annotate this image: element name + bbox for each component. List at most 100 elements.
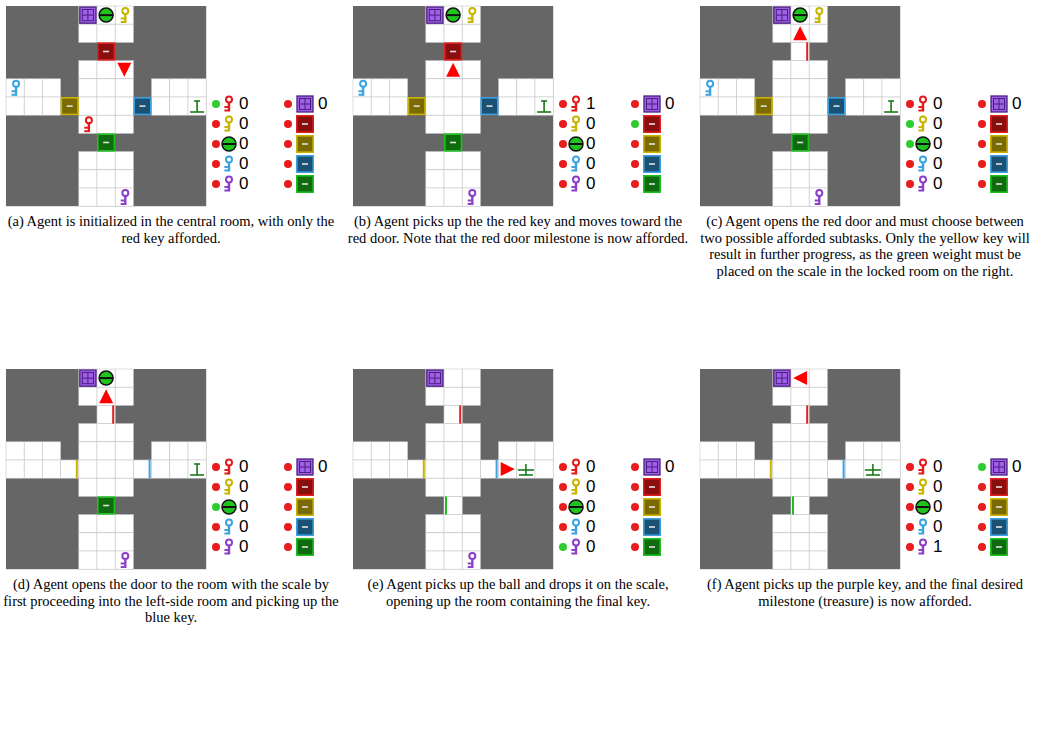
key-tooth [84,127,88,129]
key-tooth [121,18,125,20]
floor-cell [353,97,371,115]
floor-cell [462,170,480,188]
key-tooth [224,166,228,168]
key-tooth [918,106,922,108]
floor-cell [864,460,882,478]
floor-cell [97,24,115,42]
ball-stripe [916,506,930,508]
floor-cell [371,97,389,115]
chest-icon [991,96,1007,112]
open-door-line [445,496,447,514]
closed-door [61,98,78,115]
floor-cell [371,442,389,460]
door-handle [103,142,109,144]
key-ring [920,460,926,466]
door-handle [302,123,308,125]
floor-cell [371,79,389,97]
key-tooth [571,126,575,128]
floor-cell [97,551,115,569]
key-shaft [922,485,924,495]
floor-cell [791,61,809,79]
floor-cell [152,460,170,478]
floor-cell [809,79,827,97]
status-dot [978,463,986,471]
floor-cell [462,460,480,478]
status-dot [978,100,986,108]
floor-cell [809,460,827,478]
status-dot [631,120,639,128]
key-ring [226,177,232,183]
chest-icon [774,7,790,23]
status-dot [284,120,292,128]
floor-cell [773,387,791,405]
status-dot [212,463,220,471]
floor-cell [115,188,133,206]
door-handle [996,123,1002,125]
door-handle [140,105,146,107]
floor-cell [700,97,718,115]
count-number: 0 [586,457,595,477]
count-number: 0 [586,517,595,537]
floor-cell [882,442,900,460]
key-shaft [228,485,230,495]
key-tooth [815,18,819,20]
agent-triangle [117,63,131,77]
floor-cell [79,515,97,533]
floor-cell [846,79,864,97]
status-dot [906,503,914,511]
key-ring [226,520,232,526]
key-shaft [471,14,473,24]
floor-cell [79,170,97,188]
key-shaft [922,182,924,192]
floor-cell [115,387,133,405]
closed-door [297,519,313,535]
door-handle [414,105,420,107]
floor-cell [79,61,97,79]
chest-icon [644,96,660,112]
floor-cell [462,442,480,460]
closed-door [98,43,115,60]
door-handle [649,526,655,528]
key-ring [920,540,926,546]
wall-background [700,369,900,569]
floor-cell [462,79,480,97]
status-dot [212,543,220,551]
count-number: 0 [318,94,327,114]
door-handle [103,505,109,507]
door-handle [797,142,803,144]
ball-stripe [569,506,583,508]
chest-line [647,104,658,105]
floor-cell [718,442,736,460]
floor-cell [426,61,444,79]
key-tooth [468,563,472,565]
agent-triangle [793,26,807,40]
status-dot [906,140,914,148]
agent-triangle [501,462,515,476]
ball-icon [916,500,930,514]
subfigure-caption: (e) Agent picks up the ball and drops it… [347,576,689,609]
floor-cell [462,24,480,42]
key-tooth [918,170,922,172]
floor-cell [188,97,206,115]
door-handle [302,546,308,548]
floor-cell [79,79,97,97]
floor-cell [773,551,791,569]
floor-cell [79,460,97,478]
closed-door [991,136,1007,152]
floor-cell [152,79,170,97]
key-tooth [918,166,922,168]
ball-icon [222,500,236,514]
count-number: 0 [586,497,595,517]
key-ring [469,553,475,559]
count-number: 0 [1012,94,1021,114]
status-dot [284,160,292,168]
status-dot [559,503,567,511]
key-tooth [571,190,575,192]
key-ring [86,117,92,123]
closed-door [98,497,115,514]
door-handle [67,105,73,107]
status-dot [631,180,639,188]
floor-cell [700,442,718,460]
scale-base [190,111,204,113]
floor-cell [97,478,115,496]
